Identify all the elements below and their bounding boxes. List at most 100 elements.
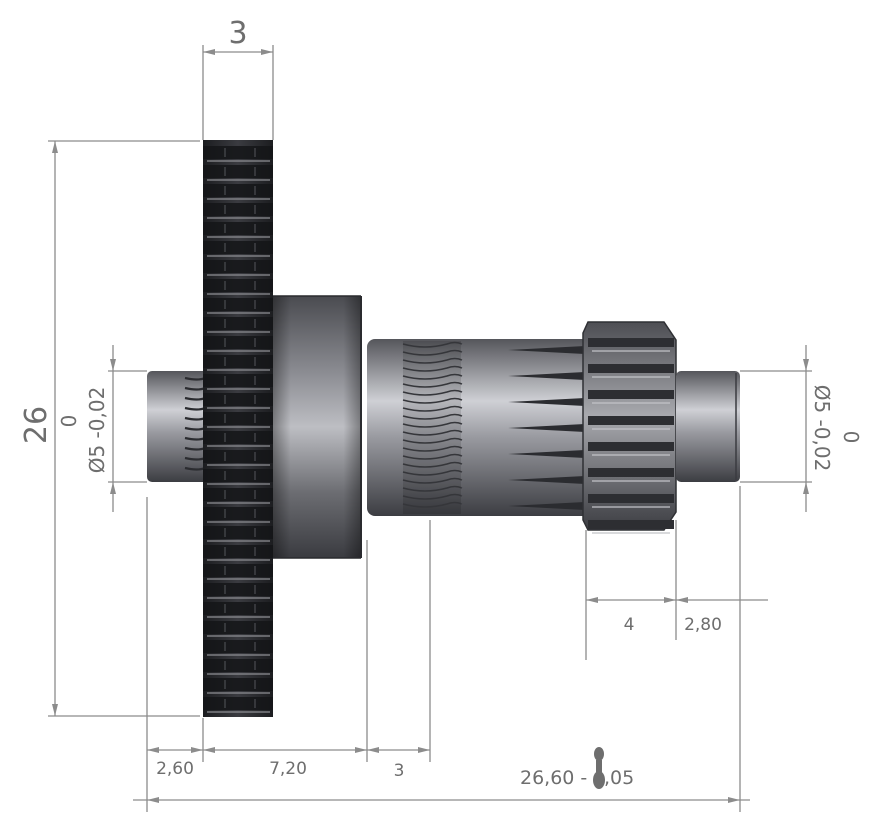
hub-length-label: 7,20 (269, 759, 307, 779)
gear-tooth (203, 583, 273, 596)
pinion-tooth (588, 364, 674, 373)
gear-tooth (203, 317, 273, 330)
gear-tooth (203, 602, 273, 615)
pinion-tooth (588, 442, 674, 451)
spur-gear-teeth (203, 146, 273, 713)
left-shaft-length-label: 2,60 (156, 759, 194, 779)
pinion-tooth (588, 494, 674, 503)
gear-width-label: 3 (228, 16, 247, 51)
dimension-arrow (664, 597, 676, 603)
gear-tooth (203, 203, 273, 216)
overall-length-label-b: ,05 (604, 767, 634, 789)
pinion-tooth (588, 416, 674, 425)
dimension-arrow (147, 747, 159, 753)
gear-tooth (203, 355, 273, 368)
spur-gear-body (203, 140, 273, 717)
knurl-ridge (402, 429, 463, 436)
dimension-arrow (191, 747, 203, 753)
pinion-tooth (588, 520, 674, 529)
knurl-ridge (402, 357, 463, 364)
knurl-ridge (402, 373, 463, 380)
pinion-length-label: 4 (624, 615, 635, 635)
gear-tooth (203, 336, 273, 349)
center-shaft (367, 339, 611, 516)
gear-tooth (203, 469, 273, 482)
tolerance-symbol-icon (593, 747, 605, 789)
groove-length-label: 3 (394, 761, 405, 781)
hub-shading (273, 296, 361, 558)
knurl-ridge (402, 365, 463, 372)
gear-tooth (203, 241, 273, 254)
pinion (582, 321, 677, 531)
dimension-arrow (418, 747, 430, 753)
gear-tooth (203, 507, 273, 520)
center-spline (508, 372, 585, 380)
center-spline (508, 424, 585, 432)
gear-tooth (203, 393, 273, 406)
pinion-teeth (588, 338, 674, 534)
knurl-ridge (402, 349, 463, 356)
knurl-ridge (402, 413, 463, 420)
gear-tooth (203, 222, 273, 235)
knurl-ridge (402, 485, 463, 492)
dimension-arrow (52, 704, 58, 716)
pinion-tooth (588, 468, 674, 477)
center-shaft-splines (508, 346, 585, 510)
dimension-arrow (367, 747, 379, 753)
gear-tooth (203, 640, 273, 653)
knurl-ridge (402, 461, 463, 468)
dimension-arrows (52, 49, 809, 803)
knurl-ridge (402, 437, 463, 444)
gear-tooth (203, 146, 273, 159)
gear-tooth (203, 545, 273, 558)
gear-tooth (203, 184, 273, 197)
gear-tooth (203, 298, 273, 311)
knurl-ridge (402, 341, 463, 348)
gear-tooth (203, 260, 273, 273)
dimension-arrow (728, 797, 740, 803)
pinion-tooth (588, 338, 674, 347)
knurl-ridge (402, 493, 463, 500)
dimension-arrow (203, 747, 215, 753)
center-shaft-knurl (402, 341, 463, 514)
gear-tooth (203, 374, 273, 387)
knurl-ridge (402, 389, 463, 396)
knurl-ridge (402, 501, 463, 508)
center-spline (508, 476, 585, 484)
knurl-ridge (402, 445, 463, 452)
dimension-arrow (110, 359, 116, 371)
gear-tooth (203, 431, 273, 444)
center-spline (508, 450, 585, 458)
left-shaft (147, 371, 211, 482)
knurl-ridge (402, 477, 463, 484)
center-spline (508, 346, 585, 354)
dimension-arrow (203, 49, 215, 55)
gear-tooth (203, 659, 273, 672)
knurl-ridge (402, 453, 463, 460)
right-shaft (676, 371, 740, 482)
gear-tooth (203, 621, 273, 634)
gear-tooth (203, 526, 273, 539)
gear-tooth (203, 412, 273, 425)
gear-tooth (203, 697, 273, 710)
right-shaft-diameter-label: Ø5 -0,02 (810, 385, 834, 472)
left-shaft-diameter-label: Ø5 -0,02 (85, 387, 109, 474)
dimension-arrow (676, 597, 688, 603)
dimension-arrow (803, 359, 809, 371)
right-shaft-tolerance-upper: 0 (839, 431, 863, 444)
dimension-arrow (803, 482, 809, 494)
gear-tooth (203, 279, 273, 292)
dimension-arrow (586, 597, 598, 603)
knurl-ridge (402, 405, 463, 412)
overall-length-label-a: 26,60 - (520, 767, 587, 789)
center-spline (508, 502, 585, 510)
dimension-arrow (261, 49, 273, 55)
gear-part (147, 140, 740, 717)
left-shaft-tolerance-upper: 0 (57, 415, 81, 428)
gear-tooth (203, 678, 273, 691)
dimension-arrow (355, 747, 367, 753)
right-shaft-length-label: 2,80 (684, 615, 722, 635)
gear-tooth (203, 450, 273, 463)
gear-tooth (203, 488, 273, 501)
